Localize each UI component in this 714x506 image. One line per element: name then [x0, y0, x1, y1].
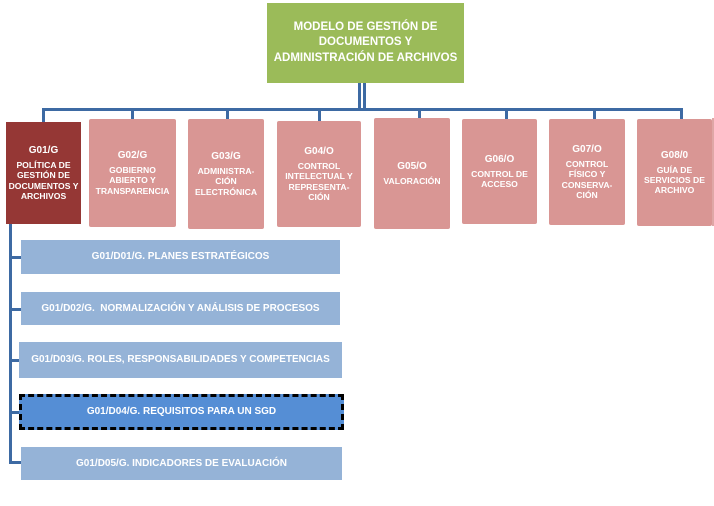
document-label: G01/D03/G. ROLES, RESPONSABILIDADES Y CO… [31, 354, 330, 365]
group-code: G07/O [572, 143, 602, 155]
drop-line-g01 [42, 108, 45, 122]
document-node-d05[interactable]: G01/D05/G. INDICADORES DE EVALUACIÓN [21, 447, 342, 480]
group-node-g05[interactable]: G05/O VALORACIÓN [374, 118, 450, 229]
document-node-d02[interactable]: G01/D02/G. NORMALIZACIÓN Y ANÁLISIS DE P… [21, 292, 340, 325]
group-code: G01/G [28, 144, 59, 156]
group-label: CONTROL INTELECTUAL Y REPRESENTA- CIÓN [285, 160, 353, 202]
group-node-g06[interactable]: G06/O CONTROL DE ACCESO [462, 119, 537, 224]
group-label: VALORACIÓN [383, 175, 441, 186]
branch-d04 [9, 411, 19, 414]
vertical-spine [9, 224, 12, 464]
document-label: G01/D04/G. REQUISITOS PARA UN SGD [86, 406, 277, 417]
drop-line-g05 [418, 108, 421, 118]
group-label: GOBIERNO ABIERTO Y TRANSPARENCIA [95, 165, 170, 196]
group-label: CONTROL DE ACCESO [471, 168, 528, 189]
branch-d03 [9, 359, 19, 362]
document-node-d04-selected[interactable]: G01/D04/G. REQUISITOS PARA UN SGD [19, 394, 344, 430]
drop-line-g03 [226, 108, 229, 119]
drop-line-g02 [131, 108, 134, 119]
branch-d01 [9, 256, 21, 259]
group-code: G06/O [484, 153, 515, 165]
branch-d05 [9, 461, 21, 464]
document-label: G01/D01/G. PLANES ESTRATÉGICOS [91, 251, 270, 262]
branch-d02 [9, 308, 21, 311]
root-title: MODELO DE GESTIÓN DE DOCUMENTOS Y ADMINI… [273, 20, 458, 64]
group-label: POLÍTICA DE GESTIÓN DE DOCUMENTOS Y ARCH… [8, 159, 79, 201]
group-label: ADMINISTRA- CIÓN ELECTRÓNICA [194, 166, 258, 197]
document-label: G01/D05/G. INDICADORES DE EVALUACIÓN [76, 457, 287, 469]
drop-line-g08 [680, 108, 683, 119]
drop-line-g04 [318, 108, 321, 121]
group-node-g03[interactable]: G03/G ADMINISTRA- CIÓN ELECTRÓNICA [188, 119, 264, 229]
group-node-g07[interactable]: G07/O CONTROL FÍSICO Y CONSERVA- CIÓN [549, 119, 625, 225]
group-code: G05/O [397, 160, 427, 172]
group-node-g04[interactable]: G04/O CONTROL INTELECTUAL Y REPRESENTA- … [277, 121, 361, 227]
horizontal-connector [42, 108, 682, 111]
group-code: G03/G [211, 151, 241, 163]
document-node-d01[interactable]: G01/D01/G. PLANES ESTRATÉGICOS [21, 240, 340, 274]
root-node[interactable]: MODELO DE GESTIÓN DE DOCUMENTOS Y ADMINI… [267, 1, 464, 83]
drop-line-g06 [505, 108, 508, 119]
root-connector-left [358, 83, 361, 111]
group-code: G08/0 [660, 149, 689, 161]
drop-line-g07 [593, 108, 596, 119]
right-edge-line [712, 118, 714, 226]
group-node-g08[interactable]: G08/0 GUÍA DE SERVICIOS DE ARCHIVO [637, 119, 712, 226]
group-code: G02/G [117, 150, 148, 162]
group-node-g01[interactable]: G01/G POLÍTICA DE GESTIÓN DE DOCUMENTOS … [6, 122, 81, 224]
document-label: G01/D02/G. NORMALIZACIÓN Y ANÁLISIS DE P… [41, 302, 320, 314]
root-connector-right [363, 83, 366, 111]
group-node-g02[interactable]: G02/G GOBIERNO ABIERTO Y TRANSPARENCIA [89, 119, 176, 227]
group-label: CONTROL FÍSICO Y CONSERVA- CIÓN [561, 158, 613, 200]
group-code: G04/O [304, 145, 334, 157]
document-node-d03[interactable]: G01/D03/G. ROLES, RESPONSABILIDADES Y CO… [19, 342, 342, 378]
group-label: GUÍA DE SERVICIOS DE ARCHIVO [644, 164, 705, 196]
